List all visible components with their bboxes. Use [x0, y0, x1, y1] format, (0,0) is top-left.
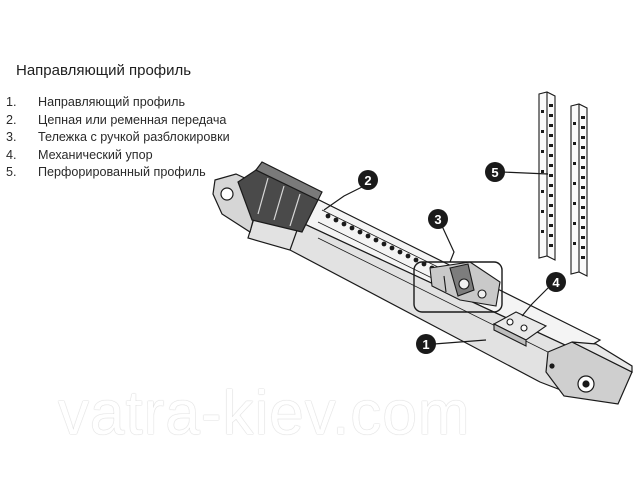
- callout-3: 3: [428, 209, 448, 229]
- watermark: vatra-kiev.com: [58, 379, 471, 448]
- perforated-profiles: [538, 91, 588, 277]
- callout-1: 1: [416, 334, 436, 354]
- leader-line-5: [501, 171, 549, 175]
- callout-5-label: 5: [491, 165, 498, 180]
- legend-text: Цепная или ременная передача: [38, 112, 227, 127]
- page-title: Направляющий профиль: [16, 62, 192, 79]
- trolley-highlight-box: [413, 261, 503, 313]
- callout-4: 4: [546, 272, 566, 292]
- leader-lines: [323, 171, 549, 345]
- legend-item-5: 5. Перфорированный профиль: [6, 164, 230, 182]
- callout-3-label: 3: [434, 212, 441, 227]
- trolley: [413, 261, 503, 313]
- legend-text: Механический упор: [38, 147, 153, 162]
- mechanical-stop: [492, 311, 548, 347]
- legend-item-1: 1. Направляющий профиль: [6, 94, 230, 112]
- legend-number: 1.: [6, 95, 17, 109]
- legend-text: Направляющий профиль: [38, 95, 186, 109]
- chain-track: [325, 213, 435, 271]
- end-cap: [545, 341, 633, 405]
- callout-5: 5: [485, 162, 505, 182]
- legend-text: Перфорированный профиль: [38, 165, 206, 179]
- perforated-profile-right: [570, 103, 588, 277]
- callout-2-label: 2: [364, 173, 371, 188]
- perforated-profile-left: [538, 91, 556, 261]
- legend-item-4: 4. Механический упор: [6, 147, 230, 165]
- leader-line-1: [433, 339, 487, 345]
- legend-number: 4.: [6, 147, 17, 162]
- legend-item-2: 2. Цепная или ременная передача: [6, 112, 230, 130]
- leader-line-4: [521, 287, 549, 317]
- legend-number: 5.: [6, 165, 17, 179]
- legend-number: 3.: [6, 130, 17, 144]
- legend-item-3: 3. Тележка с ручкой разблокировки: [6, 129, 230, 147]
- leader-line-2: [323, 185, 365, 211]
- leader-line-3: [441, 225, 455, 263]
- legend-number: 2.: [6, 112, 17, 127]
- motor-housing: [212, 161, 323, 233]
- legend-list: 1. Направляющий профиль 2. Цепная или реме…: [6, 94, 230, 182]
- callout-4-label: 4: [552, 275, 560, 290]
- callout-2: 2: [358, 170, 378, 190]
- callout-1-label: 1: [422, 337, 429, 352]
- legend-text: Тележка с ручкой разблокировки: [38, 130, 230, 144]
